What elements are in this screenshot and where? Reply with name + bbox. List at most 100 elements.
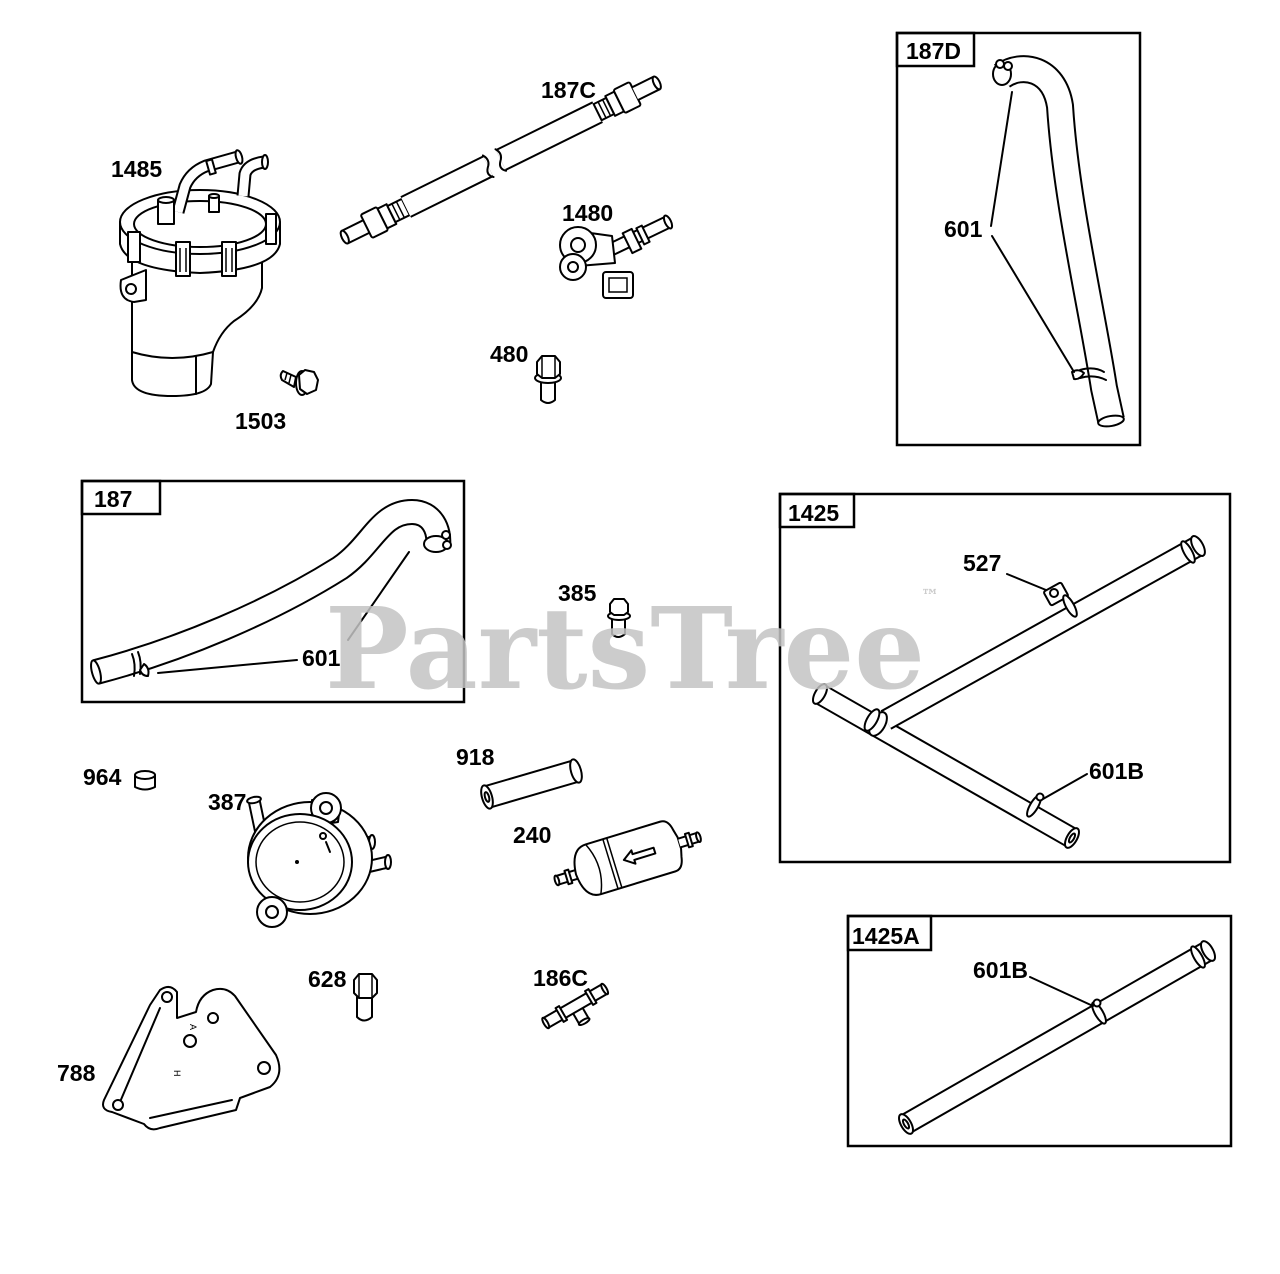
pump-ear-hole — [319, 801, 333, 815]
filter-outlet-end — [695, 831, 702, 843]
callout-1503: 1503 — [235, 408, 286, 434]
box-1425-tab — [778, 492, 856, 529]
upper-tube-end — [1190, 535, 1206, 557]
leader-line-527 — [1006, 573, 1047, 591]
t-junction-clip — [863, 708, 888, 737]
hose-segment-fill — [496, 103, 603, 169]
bracket-band — [1062, 594, 1078, 618]
bracket-hole — [183, 1034, 197, 1048]
tube-collar — [1190, 945, 1206, 969]
callout-601B-1425A: 601B — [973, 957, 1028, 983]
clip-tab — [442, 540, 452, 550]
pump-marking-dot — [319, 832, 327, 840]
hose-clip-top — [992, 59, 1013, 86]
tank-return-nozzle-fill — [238, 157, 265, 197]
tank-lid-top — [119, 189, 281, 255]
valve-electrical-connector — [602, 271, 634, 299]
callout-385: 385 — [558, 580, 597, 606]
screw-threads — [284, 372, 292, 384]
lower-tube-fill — [815, 686, 1077, 846]
fitting-barb — [584, 988, 598, 1006]
hose-band — [1079, 375, 1107, 381]
tank-small-nozzle-top — [208, 193, 220, 199]
callout-1485: 1485 — [111, 156, 162, 182]
hose-end-cap — [339, 229, 350, 245]
hose-end — [569, 758, 583, 784]
leader-line-601B-1425A — [1029, 976, 1094, 1007]
bolt-hex-head — [353, 973, 378, 999]
screw-shank — [279, 370, 297, 388]
filter-flow-arrow — [622, 846, 657, 865]
filter-inlet-end — [553, 874, 561, 887]
hose-187 — [90, 499, 452, 685]
valve-collar — [621, 227, 643, 255]
valve-connector-socket — [608, 277, 628, 293]
bracket-hole — [1049, 588, 1059, 598]
tube-fill — [901, 943, 1213, 1132]
bracket-hole — [161, 991, 173, 1003]
bolt-hex-edges — [541, 356, 556, 378]
pump-face — [247, 813, 353, 911]
hose-end — [90, 659, 102, 685]
lower-tube-bore — [1067, 832, 1077, 844]
clip-601B — [1026, 792, 1045, 818]
tube-1425A — [898, 940, 1216, 1135]
box-1425-frame — [778, 492, 1232, 864]
callout-601B-1425: 601B — [1089, 758, 1144, 784]
pump-face-ring — [255, 821, 345, 903]
tank-clip — [175, 241, 191, 277]
tank-ear-hole — [125, 283, 137, 295]
hose-clip-bottom — [1071, 369, 1085, 381]
tube-end — [1200, 940, 1216, 962]
pump-pulse-end — [384, 854, 392, 870]
tube-bore — [901, 1118, 911, 1130]
pump-inlet-end — [246, 795, 262, 805]
callout-527: 527 — [963, 550, 1001, 576]
lower-tube-end — [812, 683, 828, 705]
upper-tube-fill — [881, 538, 1203, 728]
leader-line-601-187D — [991, 235, 1075, 373]
bolt-hex-head — [609, 598, 629, 616]
hose-rib-lines — [391, 201, 406, 221]
hose-end — [1097, 414, 1125, 428]
clip-tab — [1035, 792, 1045, 802]
box-187D-tab — [895, 31, 976, 68]
hose-rib-lines — [597, 99, 612, 119]
hose-assembly-187C — [339, 75, 662, 245]
hose-band — [131, 653, 136, 677]
valve-tube-end — [662, 214, 674, 230]
box-187: 187 — [80, 479, 466, 704]
fitting-end — [541, 1016, 551, 1030]
box-187D-frame — [895, 31, 1142, 447]
callout-186C: 186C — [533, 965, 588, 991]
bolt-385 — [607, 598, 631, 638]
watermark-trademark: ™ — [921, 586, 939, 607]
hose-clip-left — [139, 663, 150, 677]
cap-top — [134, 770, 156, 780]
pump-center-dot — [295, 860, 299, 864]
clip-tab — [441, 530, 451, 540]
leader-line-601-187 — [157, 659, 298, 674]
hose-bore — [483, 791, 491, 803]
hose-band — [1079, 367, 1105, 373]
watermark: PartsTree ™ — [325, 584, 939, 715]
bolt-628 — [353, 973, 378, 1022]
tank-clip — [265, 213, 277, 245]
callout-1480: 1480 — [562, 200, 613, 226]
box-187-title: 187 — [94, 486, 132, 512]
box-1425A: 1425A — [846, 914, 1233, 1148]
box-1425A-tab — [846, 914, 933, 952]
clip-tab — [1003, 61, 1013, 71]
hose-fill — [93, 501, 450, 683]
leader-line-601-187 — [347, 551, 410, 641]
box-1425: 1425 — [778, 492, 1232, 864]
fitting-barb — [554, 1005, 569, 1023]
callout-918: 918 — [456, 744, 495, 770]
bolt-hex-edges — [358, 974, 373, 998]
tank-clip-detail — [179, 248, 187, 272]
tank-clip — [221, 241, 237, 277]
fitting-branch-end — [577, 1017, 591, 1027]
box-187-frame — [80, 479, 466, 704]
callout-480: 480 — [490, 341, 528, 367]
filter-outlet-barb — [683, 831, 694, 849]
